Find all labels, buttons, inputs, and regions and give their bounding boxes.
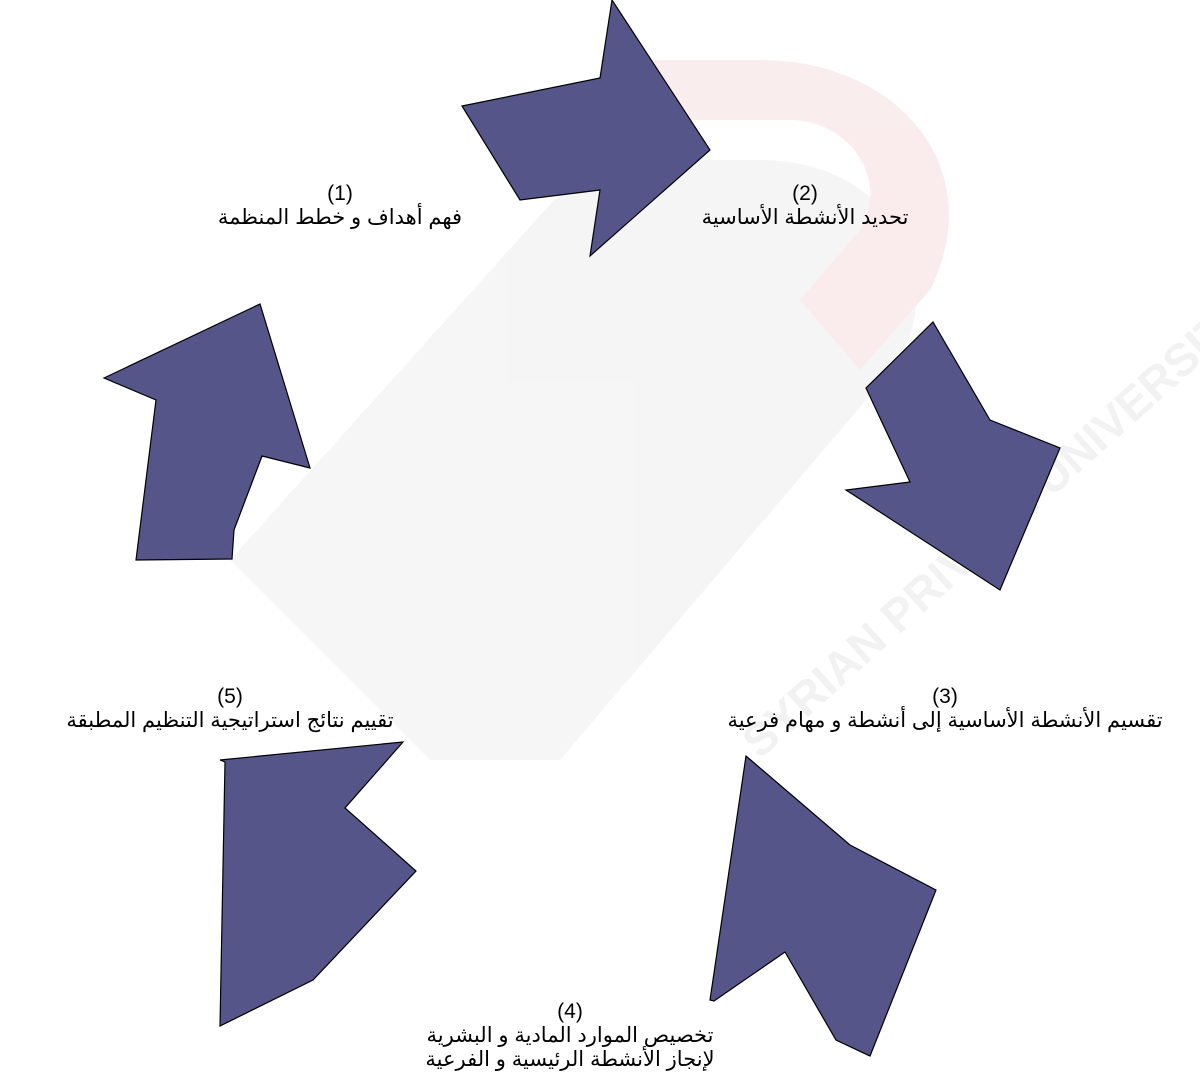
step-4-text-line-2: لإنجاز الأنشطة الرئيسية و الفرعية — [425, 1048, 715, 1071]
step-1-text: فهم أهداف و خطط المنظمة — [217, 206, 463, 229]
step-5-label: (5) تقييم نتائج استراتيجية التنظيم المطب… — [0, 685, 460, 733]
arrow-5-to-1 — [102, 303, 311, 561]
step-2-label: (2) تحديد الأنشطة الأساسية — [660, 182, 950, 230]
arrow-4-to-5 — [219, 741, 417, 1027]
step-1-number: (1) — [327, 182, 353, 205]
step-4-number: (4) — [557, 1000, 583, 1023]
step-5-text: تقييم نتائج استراتيجية التنظيم المطبقة — [66, 709, 394, 732]
watermark-logo-shape — [230, 160, 917, 760]
step-3-text: تقسيم الأنشطة الأساسية إلى أنشطة و مهام … — [727, 709, 1163, 732]
step-1-label: (1) فهم أهداف و خطط المنظمة — [205, 182, 475, 230]
step-4-text: تخصيص الموارد المادية و البشرية — [426, 1024, 714, 1047]
watermark-logo: SYRIAN PRIVATE UNIVERSITY — [230, 60, 1200, 767]
step-2-text: تحديد الأنشطة الأساسية — [701, 206, 909, 229]
step-3-label: (3) تقسيم الأنشطة الأساسية إلى أنشطة و م… — [690, 685, 1200, 733]
arrow-1-to-2 — [461, 0, 711, 258]
arrows — [102, 0, 1061, 1057]
arrow-3-to-4 — [709, 754, 937, 1057]
arrow-2-to-3 — [844, 321, 1061, 591]
step-2-number: (2) — [792, 182, 818, 205]
step-5-number: (5) — [217, 685, 243, 708]
step-4-label: (4) تخصيص الموارد المادية و البشرية لإنج… — [390, 1000, 750, 1072]
watermark-logo-accent — [600, 60, 949, 370]
step-3-number: (3) — [932, 685, 958, 708]
